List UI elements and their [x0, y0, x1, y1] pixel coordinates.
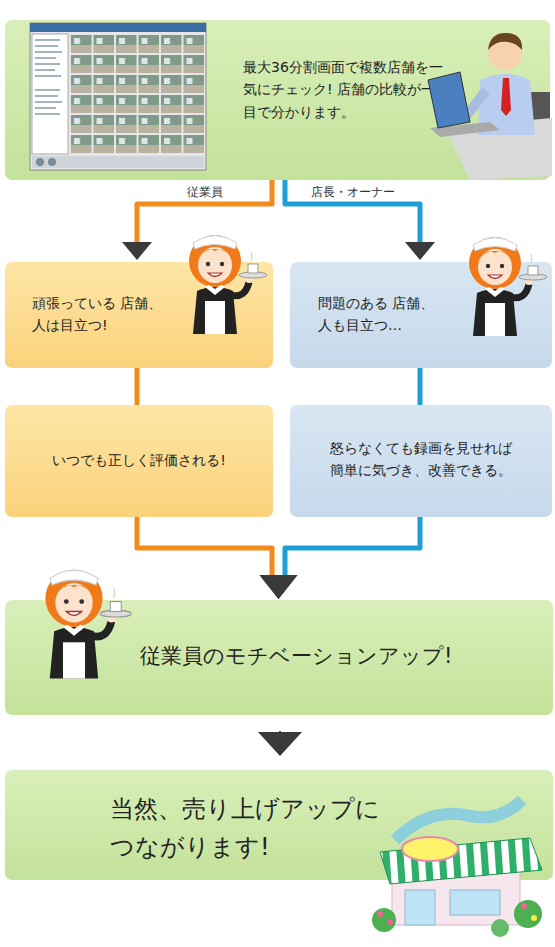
flow-connector [420, 368, 421, 405]
process-box: 当然、売り上げアップに つながります! [5, 770, 553, 880]
connector-line [285, 517, 420, 578]
box-text: 従業員のモチベーションアップ! [140, 640, 540, 674]
shop-awning [380, 838, 542, 884]
box-text: 頑張っている 店舗、人は目立つ! [32, 292, 172, 337]
connector-line [137, 517, 272, 578]
edge-label: 従業員 [187, 184, 223, 201]
head [488, 36, 522, 70]
control-button [36, 158, 44, 166]
camera-grid [70, 34, 205, 154]
box-text: いつでも正しく評価される! [5, 449, 273, 471]
box-text: 怒らなくても録画を見せれば 簡単に気づき、改善できる。 [300, 437, 542, 482]
title-bar [30, 23, 206, 32]
plant [514, 900, 542, 928]
process-box: 問題のある 店舗、人も目立つ… [290, 262, 552, 368]
tie [501, 78, 511, 116]
process-box: 怒らなくても録画を見せれば 簡単に気づき、改善できる。 [290, 405, 552, 517]
connector-line [135, 368, 140, 405]
shop-sign [402, 837, 458, 861]
flow-connector [137, 517, 298, 599]
edge-label: 店長・オーナー [311, 184, 395, 201]
flower [377, 911, 383, 917]
laptop-screen [428, 72, 470, 128]
plant [372, 908, 396, 932]
decorative-swirl [395, 800, 522, 840]
arrow-head [405, 242, 435, 260]
flower [387, 919, 393, 925]
plant [491, 919, 509, 937]
box-text: 問題のある 店舗、人も目立つ… [318, 292, 458, 337]
list-rows [35, 40, 62, 114]
process-box: 最大36分割画面で複数店舗を一気にチェック! 店舗の比較が一目で分かります。 [5, 20, 550, 180]
shop-illustration [372, 800, 542, 937]
flower [531, 915, 537, 921]
arrow-head [260, 575, 298, 599]
window-frame [30, 23, 206, 170]
desk [445, 118, 552, 180]
box-text: 最大36分割画面で複数店舗を一気にチェック! 店舗の比較が一目で分かります。 [243, 56, 448, 123]
chair [520, 92, 550, 154]
flow-connector [258, 731, 302, 756]
process-box: 従業員のモチベーションアップ! [5, 600, 553, 715]
connector-line [285, 180, 420, 244]
flow-connector [137, 368, 138, 405]
arrow-head [122, 242, 152, 260]
process-box: 頑張っている 店舗、人は目立つ! [5, 262, 273, 368]
box-text: 当然、売り上げアップに つながります! [110, 790, 390, 867]
shop-building [392, 862, 520, 925]
process-box: いつでも正しく評価される! [5, 405, 273, 517]
software-screenshot [30, 23, 206, 170]
shop-window [405, 890, 435, 925]
flower [521, 903, 527, 909]
shirt [478, 74, 535, 135]
flow-connector [285, 180, 435, 260]
control-button [48, 158, 56, 166]
laptop-base [430, 122, 500, 137]
arm [462, 90, 486, 120]
arrow-head [258, 732, 302, 756]
hair [488, 33, 522, 50]
arrow-head [260, 575, 298, 599]
flow-connector [260, 517, 421, 599]
shop-window [450, 890, 500, 915]
control-bar [32, 156, 204, 168]
connector-line [418, 368, 423, 405]
flow-connector [122, 180, 272, 260]
connector-line [279, 731, 281, 755]
office-worker [428, 33, 552, 180]
camera-list [32, 34, 68, 154]
connector-line [137, 180, 272, 244]
